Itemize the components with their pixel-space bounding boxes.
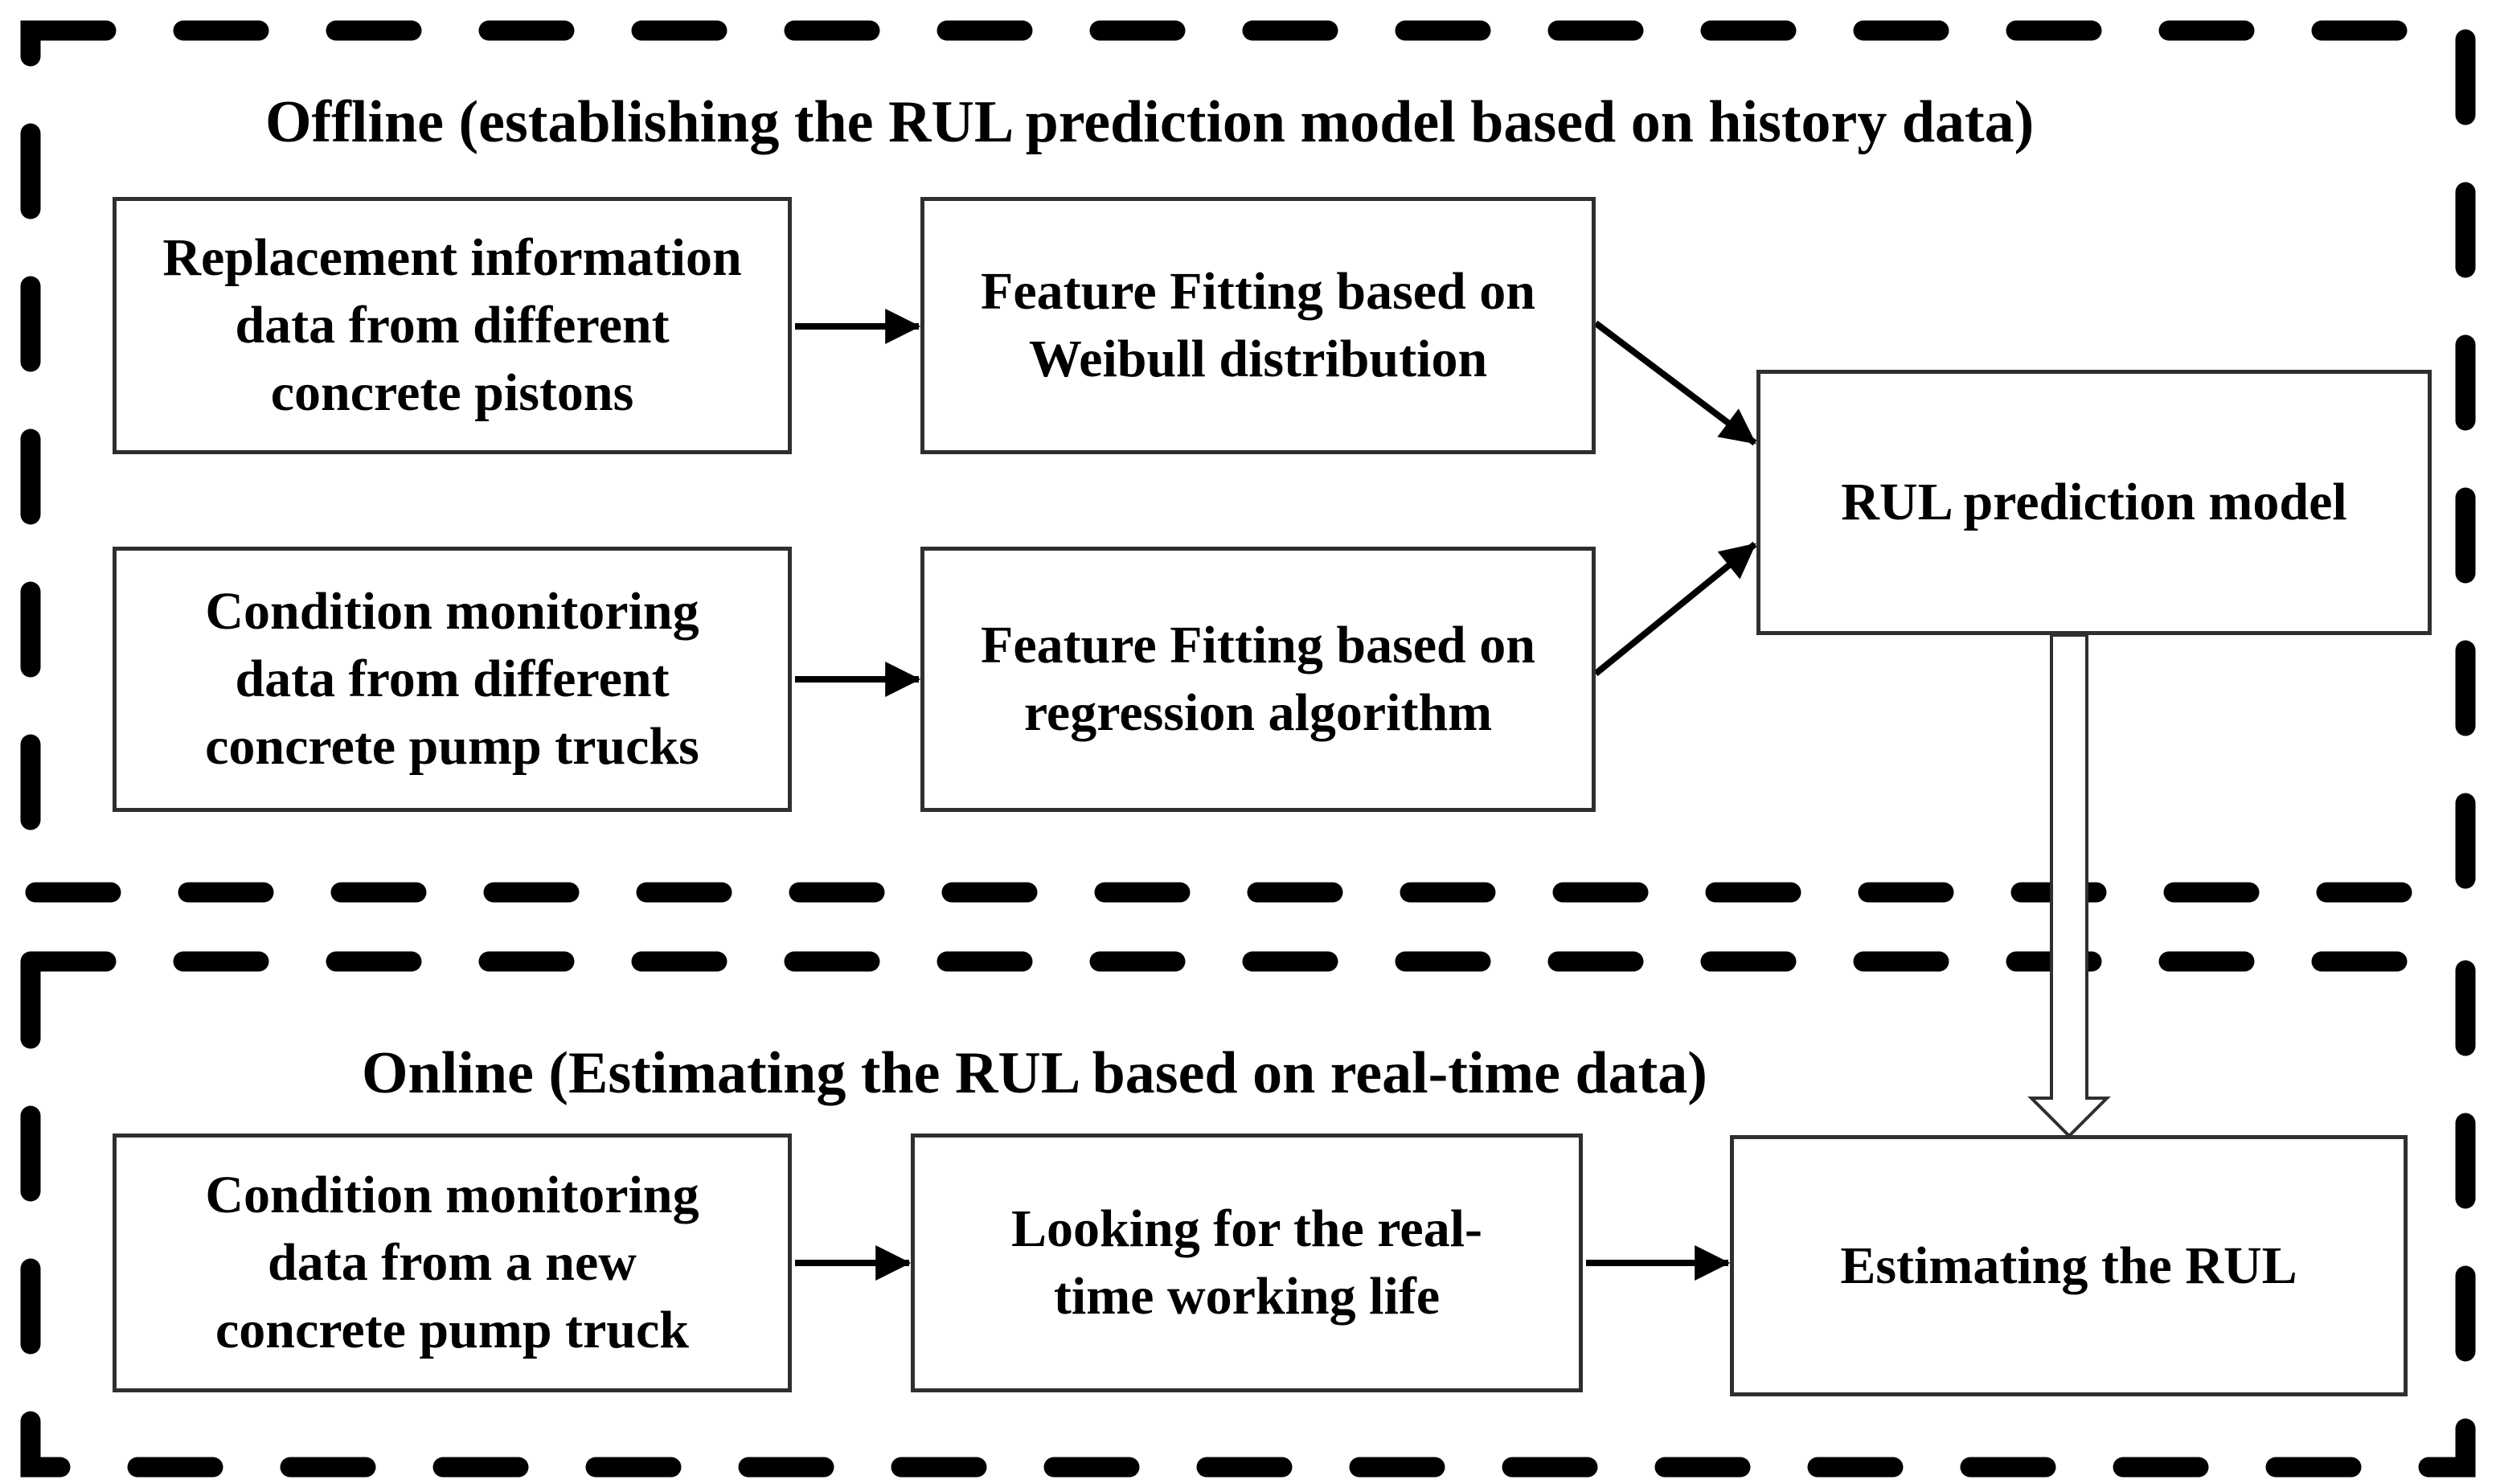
offline-section-title: Offline (establishing the RUL prediction… [265,89,2035,155]
arrow-model-to-estimating [2027,633,2111,1138]
box-line: Estimating the RUL [1840,1236,2297,1295]
box-line: Feature Fitting based on [981,262,1535,322]
box-condition-monitoring-new-data: Condition monitoring data from a new con… [113,1133,792,1392]
arrow-weibull-to-model [1593,320,1757,446]
box-estimating-the-rul: Estimating the RUL [1730,1135,2408,1396]
box-looking-for-working-life: Looking for the real- time working life [911,1133,1583,1392]
box-replacement-information-data: Replacement information data from differ… [113,197,792,454]
box-line: RUL prediction model [1841,473,2347,532]
box-line: regression algorithm [1023,683,1493,742]
box-line: concrete pistons [270,363,634,422]
online-section-title: Online (Estimating the RUL based on real… [362,1040,1707,1106]
box-line: Weibull distribution [1028,330,1488,388]
box-line: Condition monitoring [205,582,699,642]
box-condition-monitoring-history-data: Condition monitoring data from different… [113,547,792,812]
box-rul-prediction-model: RUL prediction model [1756,370,2432,635]
online-section-frame [20,951,2476,1478]
box-feature-fitting-weibull: Feature Fitting based on Weibull distrib… [920,197,1596,454]
box-line: concrete pump trucks [205,716,699,776]
box-line: data from different [235,650,670,709]
arrow-regression-to-model [1593,541,1757,677]
box-line: Replacement information [162,228,742,288]
box-line: time working life [1053,1267,1441,1326]
box-line: concrete pump truck [215,1300,690,1359]
box-feature-fitting-regression: Feature Fitting based on regression algo… [920,547,1596,812]
box-line: Looking for the real- [1010,1199,1483,1259]
offline-section-frame [20,20,2476,903]
box-line: Feature Fitting based on [981,616,1535,675]
box-line: Condition monitoring [205,1166,699,1225]
box-line: data from a new [268,1233,637,1293]
box-line: data from different [235,296,670,355]
